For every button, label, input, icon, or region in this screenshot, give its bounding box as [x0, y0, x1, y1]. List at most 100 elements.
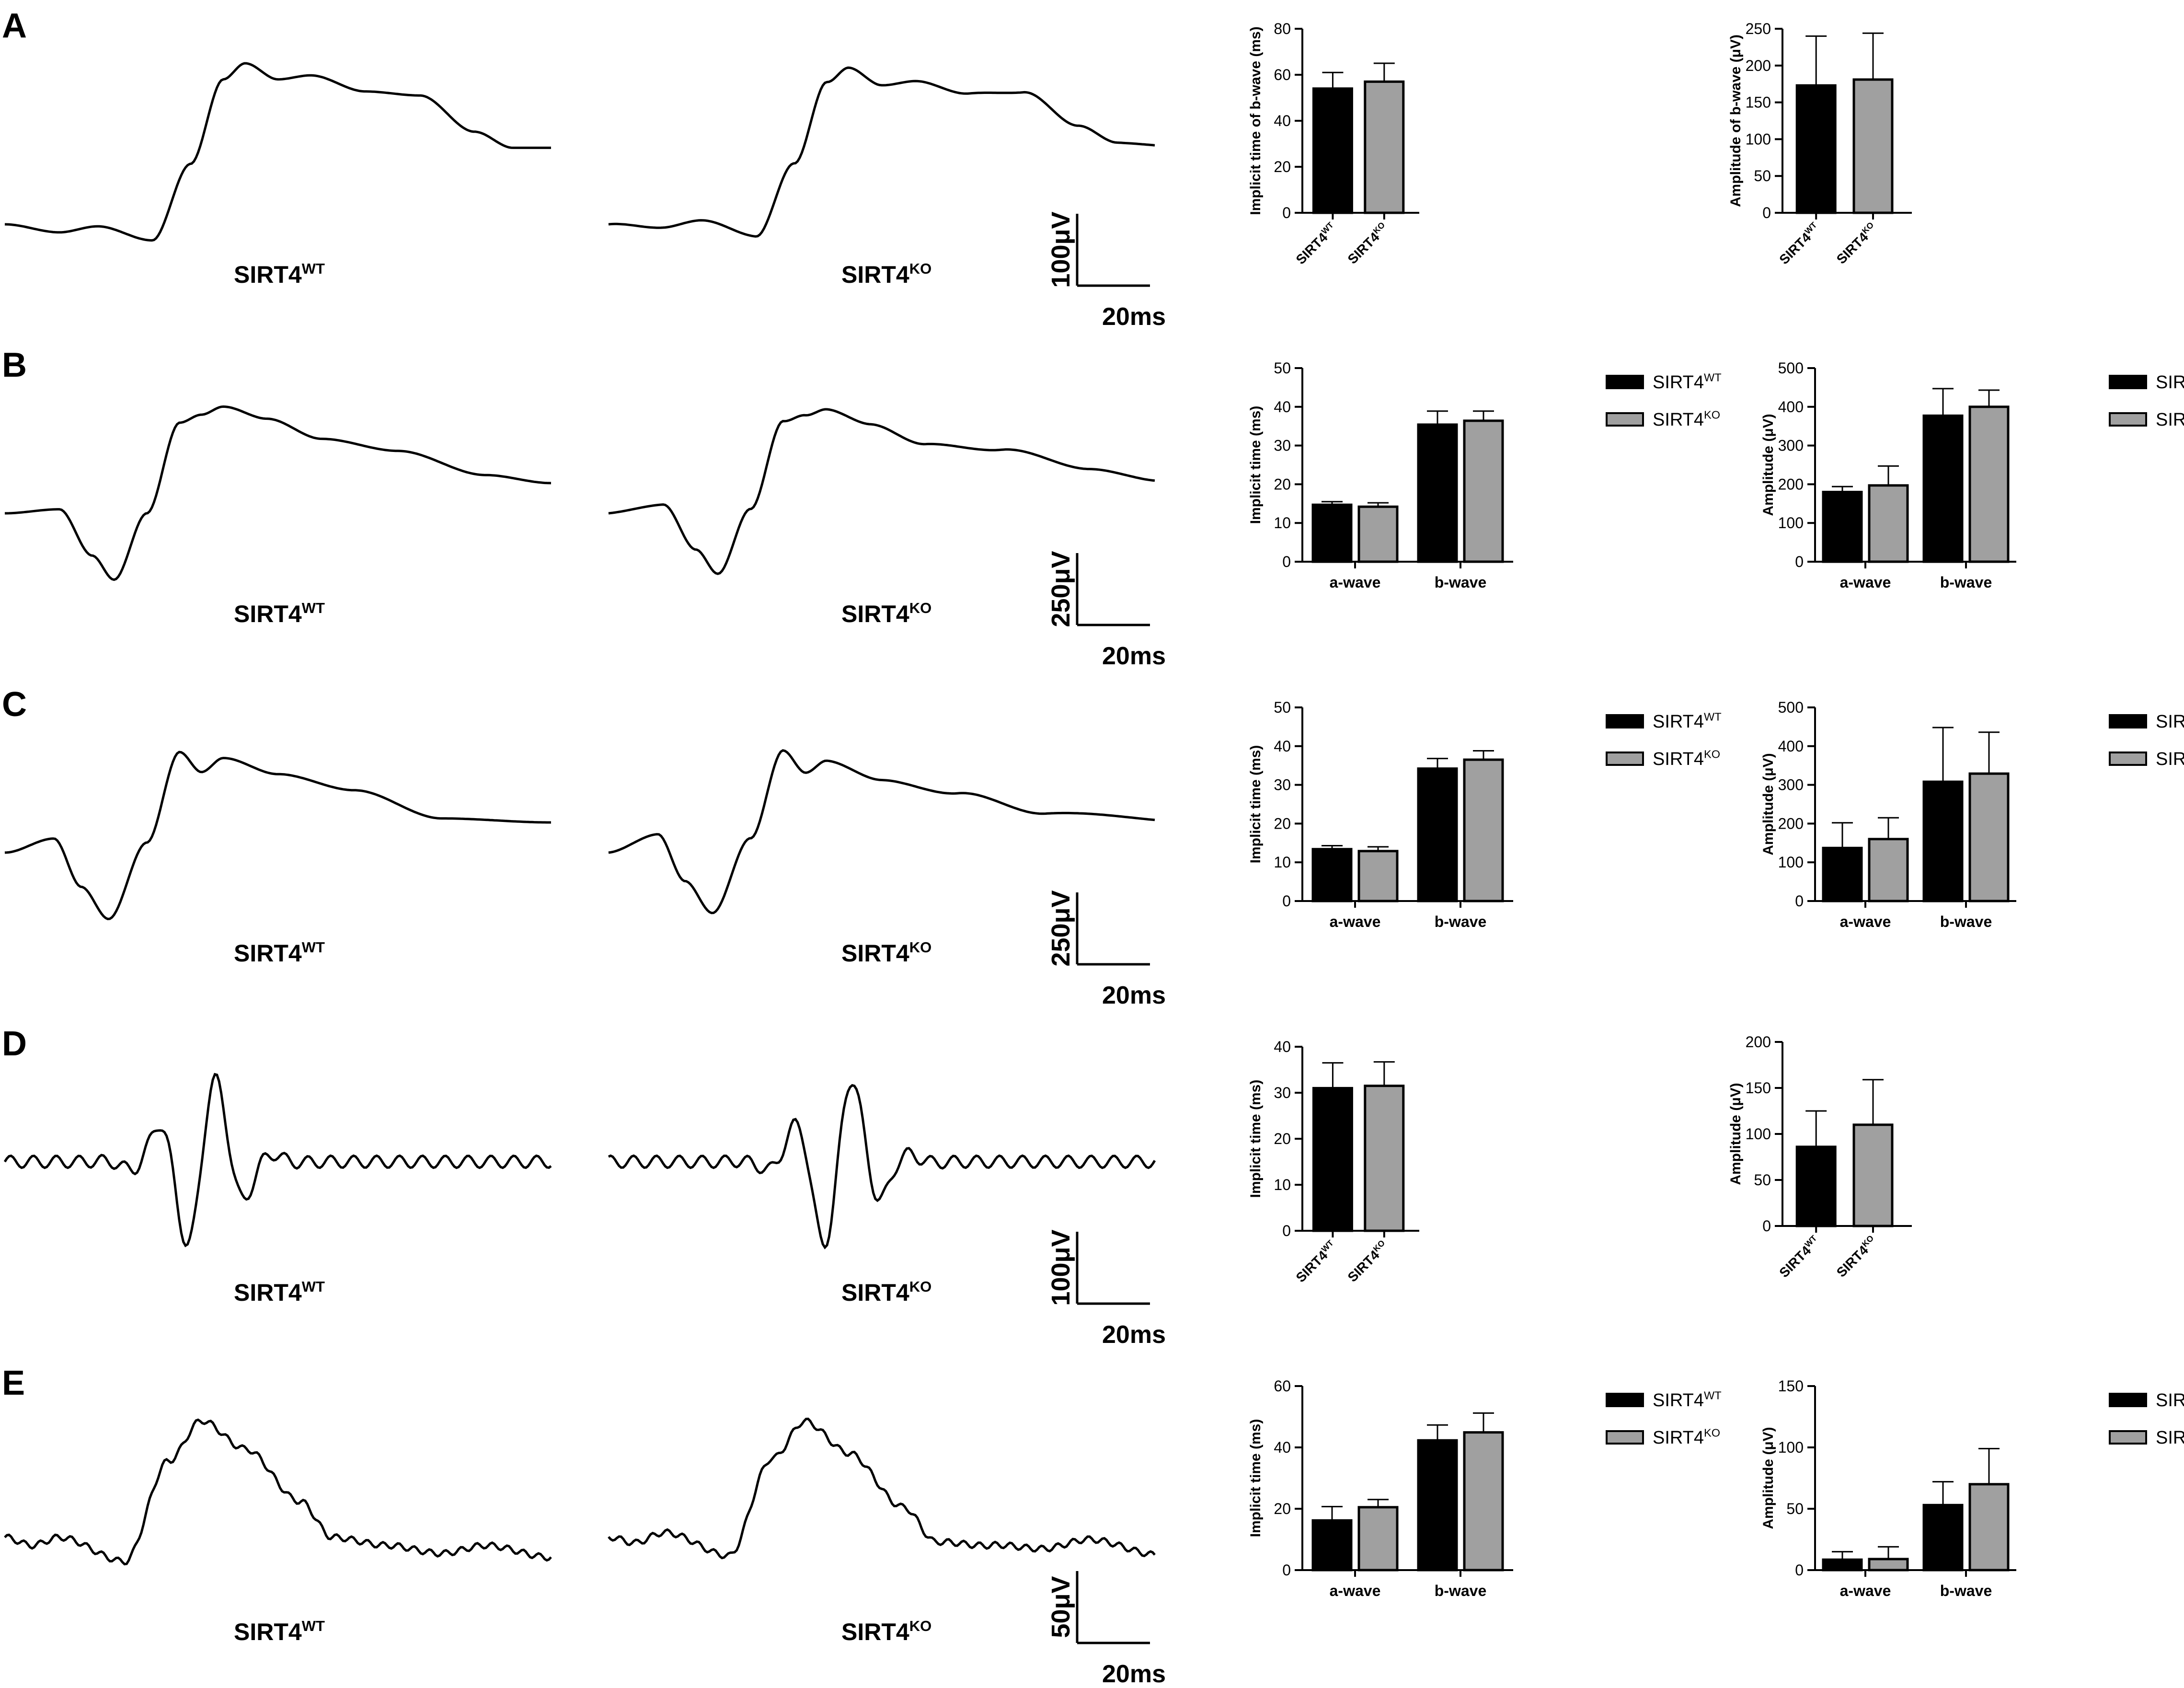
legend-label-base: SIRT4 [2156, 372, 2184, 393]
y-tick-label: 50 [1786, 1500, 1804, 1517]
trace-label-wt: SIRT4WT [234, 1618, 325, 1645]
bar [1868, 484, 1909, 563]
legend-swatch [1606, 752, 1644, 766]
trace-label-wt-sup: WT [302, 939, 325, 956]
bar [1795, 1145, 1837, 1227]
y-tick-label: 0 [1282, 553, 1291, 570]
panel-label: E [2, 1364, 25, 1402]
y-tick-label: 10 [1274, 854, 1291, 871]
legend-label: SIRT4KO [1653, 1427, 1720, 1448]
bar [1922, 1503, 1964, 1572]
bar [1822, 1558, 1863, 1572]
legend-label: SIRT4KO [2156, 1427, 2184, 1448]
trace-label-ko-sup: KO [909, 1278, 932, 1295]
y-tick-label: 50 [1754, 1171, 1771, 1189]
y-tick-label: 200 [1778, 815, 1804, 832]
legend-label: SIRT4KO [2156, 409, 2184, 430]
legend-swatch [1606, 1393, 1644, 1407]
y-axis-label: Implicit time (ms) [1248, 745, 1264, 864]
bar [1868, 838, 1909, 902]
y-axis-label: Amplitude (μV) [1760, 753, 1776, 855]
y-tick-label: 10 [1274, 1176, 1291, 1193]
x-tick-label: a-wave [1330, 574, 1381, 591]
bar [1852, 1123, 1894, 1227]
legend-label-sup: WT [1704, 371, 1722, 384]
y-tick-label: 80 [1274, 20, 1291, 37]
y-tick-label: 10 [1274, 514, 1291, 532]
x-tick-label: SIRT4WT [1776, 1233, 1823, 1281]
bar [1357, 505, 1399, 563]
y-tick-label: 100 [1778, 514, 1804, 532]
trace-label-ko-base: SIRT4 [841, 1279, 909, 1306]
panel-label: B [2, 346, 27, 384]
y-tick-label: 30 [1274, 1084, 1291, 1101]
trace-label-ko-base: SIRT4 [841, 261, 909, 288]
trace-wt [4, 1418, 552, 1566]
scale-bar-time: 20ms [1102, 1321, 1166, 1349]
x-tick-label: SIRT4WT [1776, 220, 1823, 267]
trace-label-wt-sup: WT [302, 600, 325, 616]
y-axis-label: Implicit time (ms) [1248, 1080, 1264, 1198]
y-axis-label: Implicit time of b-wave (ms) [1248, 26, 1264, 215]
x-tick-label: b-wave [1940, 574, 1992, 591]
trace-wt [5, 405, 552, 581]
y-tick-label: 200 [1746, 1033, 1771, 1051]
y-tick-label: 40 [1274, 112, 1291, 129]
trace-label-wt: SIRT4WT [234, 1278, 325, 1306]
legend-label-sup: KO [1704, 409, 1720, 421]
bar [1311, 848, 1353, 902]
trace-ko [608, 749, 1155, 914]
legend-label: SIRT4WT [2156, 1389, 2184, 1411]
bar [1364, 80, 1405, 214]
x-tick-label: b-wave [1435, 1582, 1486, 1599]
scale-bar-time: 20ms [1102, 1660, 1166, 1688]
legend-label-base: SIRT4 [2156, 1428, 2184, 1448]
legend-label-base: SIRT4 [2156, 1390, 2184, 1411]
scale-bar-time: 20ms [1102, 303, 1166, 331]
bar [1968, 405, 2010, 563]
trace-label-wt-sup: WT [302, 1278, 325, 1295]
y-tick-label: 500 [1778, 359, 1804, 377]
y-tick-label: 20 [1274, 1500, 1291, 1517]
y-tick-label: 30 [1274, 437, 1291, 454]
y-tick-label: 40 [1274, 738, 1291, 755]
x-tick-label: b-wave [1940, 913, 1992, 930]
y-tick-label: 0 [1282, 892, 1291, 910]
x-tick-label: a-wave [1330, 1582, 1381, 1599]
scale-bar-voltage: 250μV [1046, 551, 1075, 627]
y-tick-label: 50 [1754, 167, 1771, 185]
y-tick-label: 0 [1762, 204, 1771, 221]
y-tick-label: 50 [1274, 699, 1291, 716]
bar [1968, 1483, 2010, 1572]
trace-label-ko-sup: KO [909, 260, 932, 277]
trace-label-ko: SIRT4KO [841, 939, 931, 967]
y-tick-label: 100 [1746, 1125, 1771, 1143]
legend-label: SIRT4WT [1653, 371, 1722, 393]
y-tick-label: 300 [1778, 776, 1804, 794]
legend-swatch [1606, 714, 1644, 728]
legend-swatch [1606, 375, 1644, 389]
y-tick-label: 40 [1274, 1439, 1291, 1456]
legend-label-base: SIRT4 [1653, 712, 1704, 732]
bar [1311, 1519, 1353, 1572]
y-tick-label: 0 [1282, 1222, 1291, 1239]
trace-label-ko-base: SIRT4 [841, 1619, 909, 1645]
bar [1312, 1087, 1353, 1232]
y-axis-label: Amplitude (μV) [1760, 414, 1776, 516]
panel-label: A [2, 7, 27, 45]
trace-label-wt: SIRT4WT [234, 939, 325, 967]
bar [1463, 758, 1504, 902]
y-tick-label: 250 [1746, 20, 1771, 37]
panel-label: D [2, 1025, 27, 1063]
